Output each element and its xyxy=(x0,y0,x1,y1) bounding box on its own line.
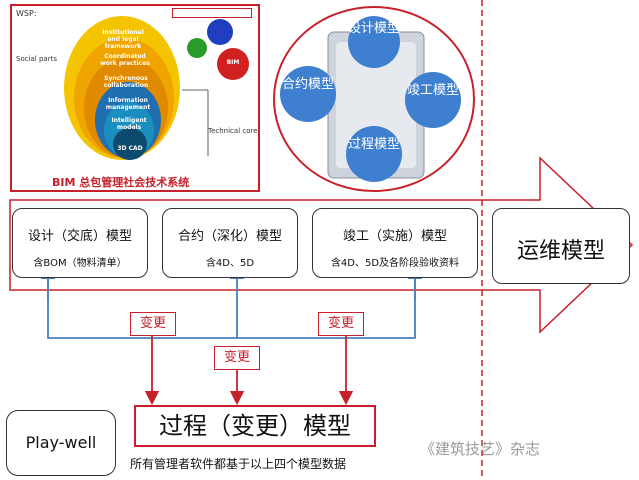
card-design-title: 设计（交底）模型 xyxy=(27,229,132,244)
rings-svg xyxy=(64,16,249,160)
card-contract-title: 合约（深化）模型 xyxy=(177,229,282,244)
technical-core-label: Technical core xyxy=(208,127,258,135)
card-design-model: 设计（交底）模型 含BOM（物料清单） xyxy=(12,208,148,278)
card-ops-model: 运维模型 xyxy=(492,208,630,284)
blue-feedback-line xyxy=(47,268,416,339)
watermark-text: 《建筑技艺》杂志 xyxy=(420,440,541,458)
social-parts-label: Social parts xyxy=(16,55,57,63)
ring-label-5: Intelligent models xyxy=(111,117,147,131)
card-contract-model: 合约（深化）模型 含4D、5D xyxy=(162,208,298,278)
footnote-text: 所有管理者软件都基于以上四个模型数据 xyxy=(130,457,347,471)
ring-6 xyxy=(113,128,147,160)
change-label-1: 变更 xyxy=(130,312,176,336)
bim-sociotechnical-diagram: WSP: Social parts Technical core Institu… xyxy=(10,4,260,192)
change-label-2: 变更 xyxy=(214,346,260,370)
gear-red-icon xyxy=(217,48,249,80)
bubble-contract xyxy=(280,66,336,122)
bim-caption: BIM 总包管理社会技术系统 xyxy=(52,176,190,189)
ring-label-6: 3D CAD xyxy=(117,145,143,152)
bubble-label-design: 设计模型 xyxy=(348,21,401,36)
ops-model-label: 运维模型 xyxy=(516,239,605,264)
process-model-box: 过程（变更）模型 xyxy=(134,405,376,447)
bubble-completion xyxy=(405,72,461,128)
ring-label-1: Institutional and legal framework xyxy=(102,29,144,50)
bubble-label-process: 过程模型 xyxy=(348,137,401,152)
card-completion-subtitle: 含4D、5D及各阶段验收资料 xyxy=(330,258,460,269)
card-contract-subtitle: 含4D、5D xyxy=(205,258,255,269)
bubble-label-contract: 合约模型 xyxy=(282,77,335,92)
ring-label-3: Synchronous collaboration xyxy=(103,75,149,89)
gear-green-icon xyxy=(187,38,207,58)
card-completion-model: 竣工（实施）模型 含4D、5D及各阶段验收资料 xyxy=(312,208,478,278)
playwell-box: Play-well xyxy=(6,410,116,476)
wsp-label: WSP: xyxy=(16,9,37,18)
bubble-label-completion: 竣工模型 xyxy=(407,83,460,98)
gear-bim-label: BIM xyxy=(226,59,240,66)
change-label-3: 变更 xyxy=(318,312,364,336)
bubble-design xyxy=(348,16,400,68)
top-small-box xyxy=(172,8,252,18)
ring-label-4: Information management xyxy=(105,97,151,111)
card-completion-title: 竣工（实施）模型 xyxy=(342,229,447,244)
model-server-graphic xyxy=(273,6,475,192)
card-design-subtitle: 含BOM（物料清单） xyxy=(33,258,127,269)
gear-blue-icon xyxy=(207,19,233,45)
ring-label-2: Coordinated work practices xyxy=(100,53,150,67)
big-arrow-outline xyxy=(9,156,634,334)
bubble-process xyxy=(346,126,402,182)
